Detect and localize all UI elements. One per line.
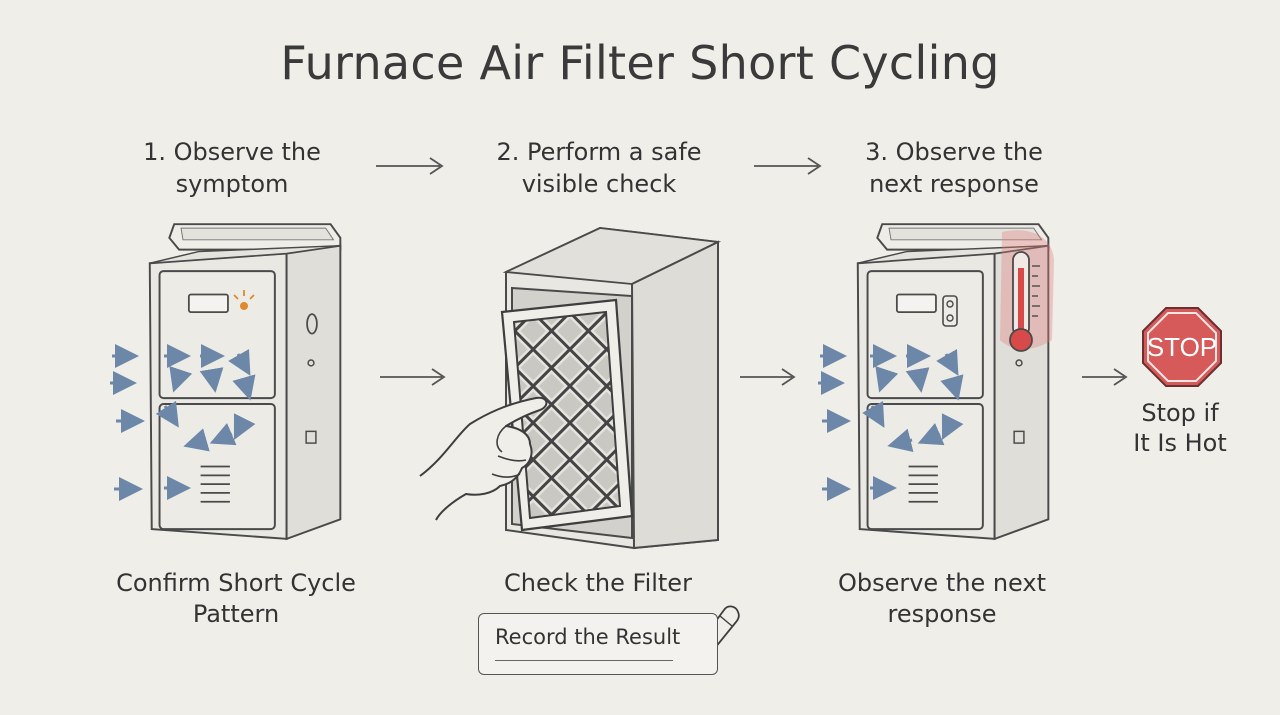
caption-1: Confirm Short Cycle Pattern	[116, 569, 356, 628]
step-3-label: 3. Observe the next response	[865, 138, 1043, 198]
record-underline	[495, 660, 673, 661]
thermometer-icon	[1009, 251, 1040, 352]
arrow-right-icon	[380, 368, 446, 386]
indicator-light-icon	[233, 290, 255, 310]
airflow-arrow-icon	[818, 344, 964, 501]
airflow-arrow-icon	[110, 344, 256, 501]
record-result-box: Record the Result	[478, 613, 718, 675]
caption-2: Check the Filter	[504, 569, 692, 597]
stop-sign-text: STOP	[1147, 332, 1217, 362]
arrow-right-icon	[754, 157, 822, 175]
air-filter-icon	[500, 298, 634, 532]
arrow-right-icon	[376, 157, 444, 175]
caption-3: Observe the next response	[837, 569, 1047, 628]
arrow-right-icon	[740, 368, 796, 386]
step-2-label: 2. Perform a safe visible check	[496, 138, 702, 198]
page-title: Furnace Air Filter Short Cycling	[280, 36, 1000, 90]
stop-sign-icon: STOP	[1142, 307, 1222, 387]
stop-warning-text: Stop if It Is Hot	[1133, 399, 1227, 457]
arrow-right-icon	[1082, 368, 1128, 386]
pointing-hand-icon	[419, 396, 548, 521]
record-result-label: Record the Result	[495, 625, 681, 649]
step-1-label: 1. Observe the symptom	[143, 138, 321, 198]
furnace-icon	[148, 223, 342, 540]
